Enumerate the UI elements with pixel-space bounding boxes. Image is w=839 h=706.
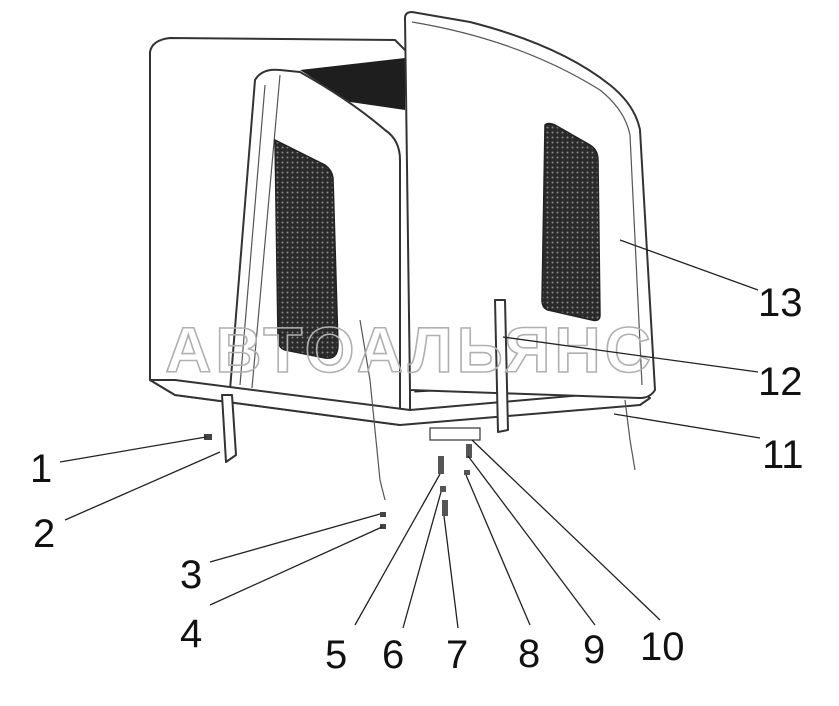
- callout-8: 8: [518, 632, 540, 676]
- leader-lines: [59, 239, 761, 629]
- callout-4: 4: [180, 612, 202, 656]
- fastener-6: [440, 486, 446, 492]
- leader-7: [443, 515, 459, 629]
- watermark: АВТОАЛЬЯНС: [165, 314, 655, 386]
- callout-7: 7: [446, 633, 468, 677]
- cab-drawing: [149, 11, 656, 529]
- callout-2: 2: [33, 512, 55, 556]
- leader-12: [502, 336, 759, 373]
- leader-13: [619, 239, 759, 291]
- left-cable: [359, 319, 386, 501]
- leader-5: [354, 473, 441, 626]
- callout-5: 5: [325, 633, 347, 677]
- fastener-1: [204, 434, 212, 440]
- callout-1: 1: [30, 447, 52, 491]
- callout-9: 9: [583, 628, 605, 672]
- leader-11: [613, 413, 761, 439]
- leader-9: [467, 455, 596, 626]
- fastener-9: [466, 444, 472, 458]
- callout-labels: 1 2 3 4 5 6 7 8 9 10 11 12 13: [30, 281, 804, 677]
- right-cable: [624, 399, 636, 471]
- leader-4: [209, 526, 383, 606]
- leader-1: [59, 436, 207, 463]
- callout-12: 12: [758, 360, 803, 404]
- cab-floor: [149, 379, 651, 426]
- callout-3: 3: [180, 553, 202, 597]
- fastener-8: [464, 470, 470, 475]
- callout-10: 10: [640, 625, 685, 669]
- callout-11: 11: [762, 433, 804, 477]
- callout-13: 13: [758, 281, 803, 325]
- fastener-3: [380, 512, 386, 517]
- center-bracket: [494, 299, 509, 433]
- cab-roof-opening: [300, 58, 405, 110]
- left-strut: [221, 394, 237, 463]
- right-mesh-window: [541, 122, 601, 322]
- leader-3: [209, 513, 381, 563]
- fastener-4: [380, 524, 386, 529]
- leader-2: [64, 451, 221, 521]
- fastener-7: [442, 500, 448, 516]
- fastener-5: [438, 456, 444, 474]
- cab-left-frame-post: [239, 74, 281, 389]
- leader-10: [471, 439, 661, 621]
- cab-right-door-edge: [411, 21, 643, 386]
- callout-6: 6: [382, 633, 404, 677]
- leader-6: [402, 491, 442, 629]
- fastener-10: [429, 427, 481, 441]
- left-mesh-window: [274, 138, 339, 359]
- leader-8: [465, 474, 531, 626]
